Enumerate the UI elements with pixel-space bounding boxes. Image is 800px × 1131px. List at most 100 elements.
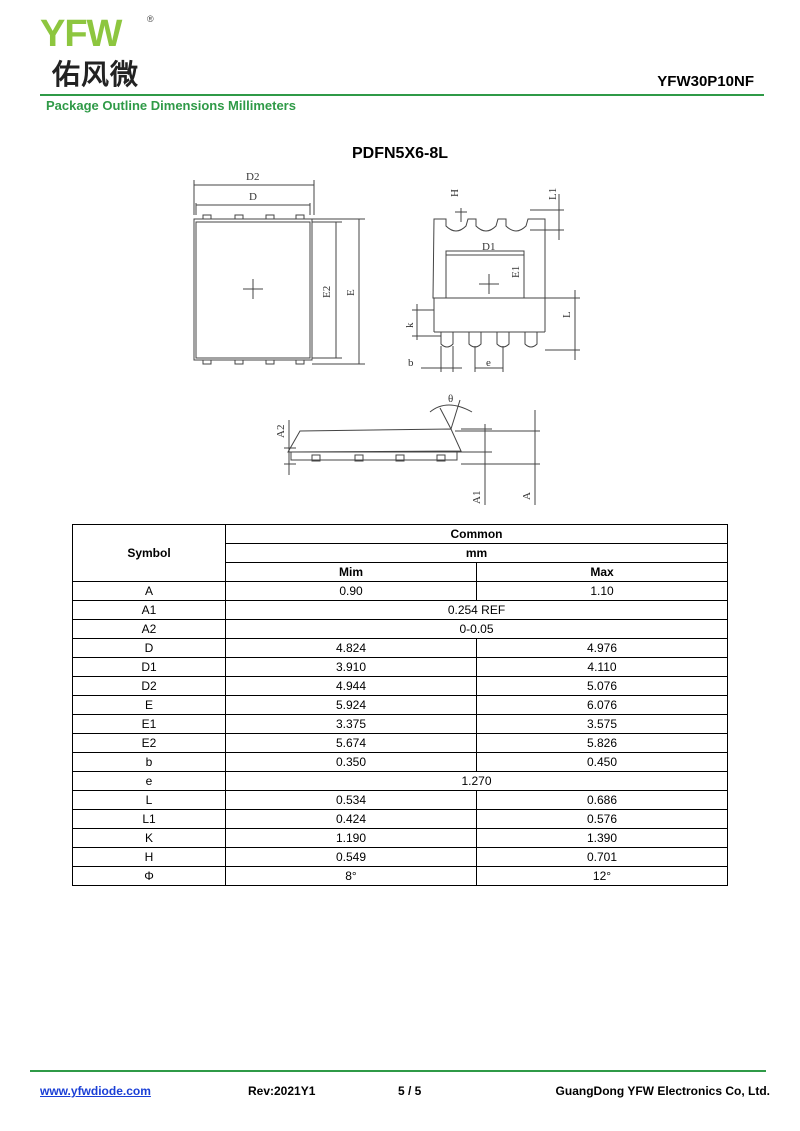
- min-value-cell: 0.424: [225, 809, 477, 829]
- revision-label: Rev:2021Y1: [248, 1084, 316, 1098]
- max-value-cell: 5.826: [476, 733, 728, 753]
- label-e: e: [486, 357, 491, 369]
- label-k: k: [404, 322, 416, 328]
- bottom-view: [193, 180, 365, 365]
- section-title: Package Outline Dimensions Millimeters: [46, 98, 296, 113]
- symbol-cell: E: [72, 695, 226, 715]
- min-value-cell: 5.924: [225, 695, 477, 715]
- max-header: Max: [476, 562, 728, 582]
- min-value-cell: 4.824: [225, 638, 477, 658]
- value-cell-span: 1.270: [225, 771, 728, 791]
- label-E2: E2: [321, 286, 333, 298]
- label-b: b: [408, 357, 414, 369]
- label-L: L: [561, 311, 573, 318]
- label-D: D: [249, 191, 257, 203]
- symbol-cell: Φ: [72, 866, 226, 886]
- max-value-cell: 3.575: [476, 714, 728, 734]
- symbol-cell: K: [72, 828, 226, 848]
- label-A2: A2: [275, 425, 287, 438]
- value-cell-span: 0.254 REF: [225, 600, 728, 620]
- min-value-cell: 0.90: [225, 581, 477, 601]
- symbol-cell: A2: [72, 619, 226, 639]
- max-value-cell: 6.076: [476, 695, 728, 715]
- symbol-cell: L1: [72, 809, 226, 829]
- label-D2: D2: [246, 171, 259, 183]
- min-value-cell: 3.910: [225, 657, 477, 677]
- label-E1: E1: [510, 266, 522, 278]
- label-theta: θ: [448, 393, 453, 405]
- package-title: PDFN5X6-8L: [351, 145, 449, 162]
- min-value-cell: 5.674: [225, 733, 477, 753]
- min-value-cell: 0.350: [225, 752, 477, 772]
- min-value-cell: 3.375: [225, 714, 477, 734]
- company-logo: YFW ® 佑风微: [40, 14, 170, 94]
- min-value-cell: 0.549: [225, 847, 477, 867]
- table-minmax-row: Mim Max: [73, 562, 728, 582]
- symbol-cell: D: [72, 638, 226, 658]
- min-value-cell: 4.944: [225, 676, 477, 696]
- website-link[interactable]: www.yfwdiode.com: [40, 1084, 151, 1098]
- max-value-cell: 0.450: [476, 752, 728, 772]
- unit-header: mm: [225, 543, 728, 563]
- max-value-cell: 0.686: [476, 790, 728, 810]
- symbol-cell: D2: [72, 676, 226, 696]
- min-value-cell: 0.534: [225, 790, 477, 810]
- header-divider: [40, 94, 764, 96]
- max-value-cell: 4.976: [476, 638, 728, 658]
- label-H: H: [449, 189, 461, 197]
- common-header: Common: [225, 524, 728, 544]
- symbol-cell: A1: [72, 600, 226, 620]
- footer-divider: [30, 1070, 766, 1072]
- max-value-cell: 0.576: [476, 809, 728, 829]
- max-value-cell: 1.10: [476, 581, 728, 601]
- max-value-cell: 4.110: [476, 657, 728, 677]
- min-value-cell: 1.190: [225, 828, 477, 848]
- symbol-cell: b: [72, 752, 226, 772]
- max-value-cell: 0.701: [476, 847, 728, 867]
- symbol-cell: E1: [72, 714, 226, 734]
- logo-chinese-name: 佑风微: [52, 58, 140, 91]
- registered-mark: ®: [147, 14, 154, 24]
- label-E: E: [345, 289, 357, 296]
- min-value-cell: 8°: [225, 866, 477, 886]
- symbol-header: Symbol: [72, 524, 226, 582]
- label-A1: A1: [471, 491, 483, 504]
- symbol-cell: E2: [72, 733, 226, 753]
- top-view: [412, 194, 580, 372]
- label-L1: L1: [547, 188, 559, 200]
- side-view: [284, 399, 540, 505]
- symbol-cell: D1: [72, 657, 226, 677]
- symbol-cell: H: [72, 847, 226, 867]
- table-header-row: Symbol Common: [72, 524, 728, 582]
- value-cell-span: 0-0.05: [225, 619, 728, 639]
- max-value-cell: 1.390: [476, 828, 728, 848]
- package-outline-drawing: D2 D E2 E H L1 D1 E1 k L b e θ A2 A1 A: [193, 171, 580, 505]
- max-value-cell: 5.076: [476, 676, 728, 696]
- label-D1: D1: [482, 241, 495, 253]
- max-value-cell: 12°: [476, 866, 728, 886]
- label-A: A: [521, 492, 533, 500]
- symbol-cell: L: [72, 790, 226, 810]
- logo-letters: YFW: [40, 13, 122, 55]
- min-header: Mim: [225, 562, 477, 582]
- part-number: YFW30P10NF: [657, 73, 754, 90]
- symbol-cell: A: [72, 581, 226, 601]
- symbol-cell: e: [72, 771, 226, 791]
